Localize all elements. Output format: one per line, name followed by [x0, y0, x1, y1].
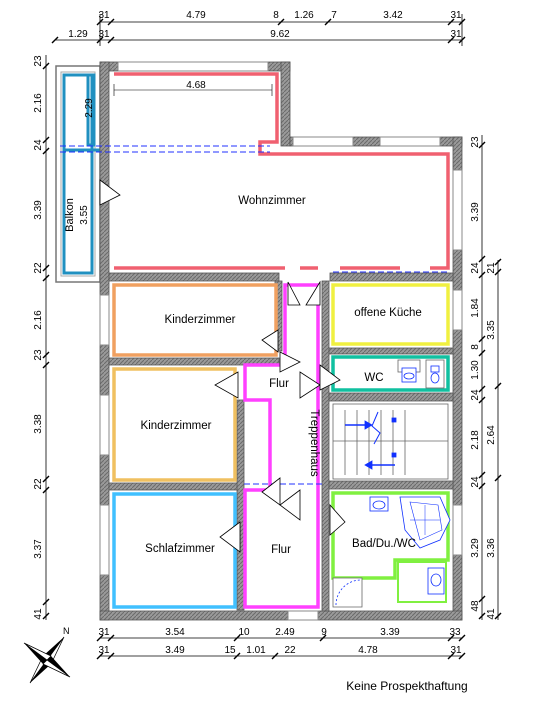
balkon-inner-dim: 2.29 [84, 98, 95, 118]
dim-right-1-2: 24 [470, 262, 481, 274]
dim-right-1-6: 24 [470, 389, 481, 401]
dim-top-1-1: 4.79 [186, 10, 206, 21]
label-flur-1: Flur [269, 378, 289, 390]
doors [99, 179, 346, 553]
dim-top-1-6: 31 [450, 10, 462, 21]
dashed-lines [60, 145, 448, 485]
dim-bottom-1-6: 33 [449, 627, 461, 638]
dim-top-1-5: 3.42 [383, 10, 403, 21]
disclaimer: Keine Prospekthaftung [346, 679, 467, 693]
dim-bottom-2-5: 4.78 [358, 645, 378, 656]
dim-right-1-5: 1.30 [470, 360, 481, 380]
dim-left-9: 3.37 [33, 539, 44, 559]
dim-top-2-0: 1.29 [68, 29, 88, 40]
dim-top-1-4: 7 [331, 10, 337, 21]
fixtures [332, 359, 451, 608]
dim-right-2-2: 2.64 [486, 425, 497, 445]
dim-left-6: 23 [33, 349, 44, 361]
dim-left-3: 3.39 [33, 200, 44, 220]
label-kinderzimmer-2: Kinderzimmer [141, 420, 212, 432]
dim-bottom-1-2: 10 [238, 627, 250, 638]
dim-top-1-2: 8 [273, 10, 279, 21]
dim-right-1-1: 3.39 [470, 202, 481, 222]
dim-left-2: 24 [33, 139, 44, 151]
label-bad: Bad/Du./WC [352, 538, 416, 550]
label-wc: WC [364, 372, 383, 384]
dim-bottom-1-5: 3.39 [380, 627, 400, 638]
dim-top-1-3: 1.26 [294, 10, 314, 21]
dim-right-1-9: 3.29 [470, 538, 481, 558]
dim-right-1-0: 23 [470, 136, 481, 148]
dim-right-2-3: 3.36 [486, 538, 497, 558]
staircase [332, 403, 449, 480]
dim-left-5: 2.16 [33, 310, 44, 330]
label-schlafzimmer: Schlafzimmer [145, 543, 215, 555]
dim-top-2-1: 31 [98, 29, 110, 40]
dim-right-1-10: 48 [470, 600, 481, 612]
room-wohnzimmer [114, 72, 450, 270]
label-flur-2: Flur [271, 544, 291, 556]
dim-bottom-2-4: 22 [284, 645, 296, 656]
balkon-size: 3.55 [79, 205, 90, 225]
dimension-lines [42, 14, 502, 660]
dim-bottom-2-2: 15 [224, 645, 236, 656]
room-flur [243, 283, 320, 609]
label-kueche: offene Küche [354, 307, 422, 319]
dim-bottom-2-3: 1.01 [246, 645, 266, 656]
windows [99, 61, 463, 621]
label-kinderzimmer-1: Kinderzimmer [165, 314, 236, 326]
dim-right-1-8: 24 [470, 476, 481, 488]
label-wohn-width: 4.68 [186, 80, 206, 91]
dim-left-4: 22 [33, 262, 44, 274]
dim-left-7: 3.38 [33, 414, 44, 434]
dim-bottom-1-4: 9 [321, 627, 327, 638]
balkon-label: Balkon [64, 198, 76, 232]
dim-top-2-3: 31 [450, 29, 462, 40]
dim-right-1-11: 41 [486, 608, 497, 620]
dim-bottom-2-6: 31 [450, 645, 462, 656]
dim-right-2-0: 21 [486, 262, 497, 274]
dim-right-1-7: 2.18 [470, 430, 481, 450]
north-label: N [63, 626, 70, 636]
dim-bottom-1-3: 2.49 [275, 627, 295, 638]
dim-right-2-1: 3.35 [486, 320, 497, 340]
dim-bottom-1-0: 31 [98, 627, 110, 638]
room-schlafzimmer [112, 492, 237, 609]
label-treppenhaus: Treppenhaus [308, 409, 320, 477]
room-wc [331, 355, 450, 392]
dim-left-10: 41 [33, 608, 44, 620]
dimension-labels: 31 4.79 8 1.26 7 3.42 31 1.29 31 9.62 31… [33, 10, 497, 656]
dim-bottom-2-0: 31 [98, 645, 110, 656]
dim-top-2-2: 9.62 [270, 29, 290, 40]
dim-bottom-2-1: 3.49 [165, 645, 185, 656]
north-arrow-icon: N [23, 626, 71, 684]
dim-right-1-3: 1.84 [470, 298, 481, 318]
dim-left-0: 23 [33, 55, 44, 67]
dim-left-8: 22 [33, 478, 44, 490]
balcony: 2.29 Balkon 3.55 [55, 65, 101, 283]
room-kinderzimmer-2 [112, 367, 237, 482]
dim-left-1: 2.16 [33, 93, 44, 113]
label-wohnzimmer: Wohnzimmer [238, 195, 306, 207]
dim-bottom-1-1: 3.54 [165, 627, 185, 638]
dim-right-1-4: 8 [470, 344, 481, 350]
dim-top-1-0: 31 [98, 10, 110, 21]
room-kueche [331, 283, 450, 346]
room-kinderzimmer-1 [112, 283, 278, 357]
